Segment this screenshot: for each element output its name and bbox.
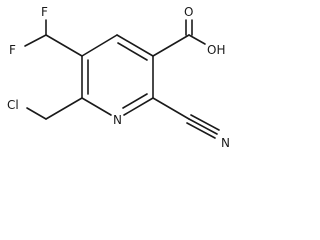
bond-c3-cooh xyxy=(152,34,190,57)
bond-c6-ch2 xyxy=(45,97,83,120)
bond-c5-chf2 xyxy=(45,34,83,57)
ring-bond-c2-n1 xyxy=(123,97,154,116)
bond-c-oh xyxy=(188,34,206,45)
atom-label-fluorine-left: F xyxy=(9,43,16,57)
atom-labels: F F O OH N N Cl xyxy=(7,5,230,150)
pyridine-ring xyxy=(81,34,154,116)
bond-ch2-cl xyxy=(26,107,47,120)
atom-label-fluorine-top: F xyxy=(41,5,48,19)
bond-cn-triple-c xyxy=(186,122,216,139)
bond-cn-triple-b xyxy=(190,114,220,131)
substituent-bonds xyxy=(24,19,220,139)
structure-diagram: F F O OH N N Cl xyxy=(0,0,240,158)
ring-bond-c4-c3 xyxy=(116,34,154,57)
atom-label-nitrile-nitrogen: N xyxy=(221,136,230,150)
molecule-canvas: F F O OH N N Cl xyxy=(7,5,230,150)
atom-label-ring-nitrogen: N xyxy=(113,113,122,127)
bond-cn-triple-a xyxy=(188,118,218,135)
atom-label-carbonyl-oxygen: O xyxy=(184,5,193,19)
ring-bond-c5-c4 xyxy=(81,34,118,57)
ring-bond-n1-c6 xyxy=(81,97,112,116)
bond-c2-cn xyxy=(152,97,190,120)
ring-double-bond-c2-n1 xyxy=(122,93,148,109)
ring-double-bond-c4-c3 xyxy=(117,42,148,61)
bond-c-f-left xyxy=(24,34,47,47)
atom-label-hydroxyl: OH xyxy=(207,43,225,57)
atom-label-chlorine: Cl xyxy=(7,98,19,112)
